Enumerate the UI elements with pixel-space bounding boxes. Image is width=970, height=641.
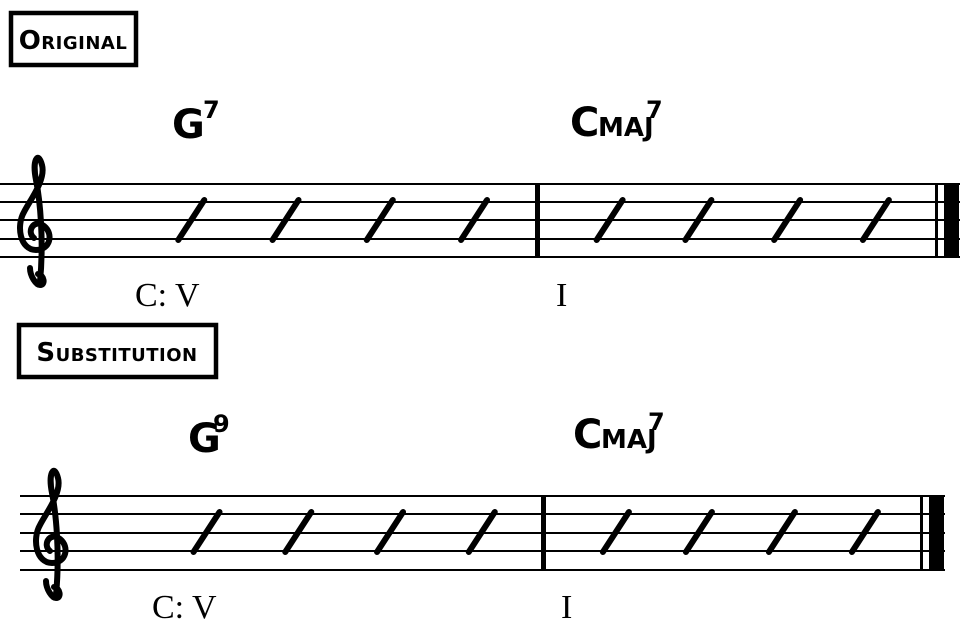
slash-beat xyxy=(682,509,715,555)
final-barline-icon xyxy=(920,495,944,571)
slash-beat xyxy=(363,197,396,243)
roman-numeral-analysis: C: V xyxy=(152,589,217,626)
chord-root: C xyxy=(573,412,602,458)
final-barline-icon xyxy=(935,183,959,258)
treble-clef-icon xyxy=(17,154,53,288)
rhythm-slashes xyxy=(190,509,881,555)
chord-symbol: G 7 xyxy=(172,96,220,148)
slash-beat xyxy=(374,509,407,555)
slash-beat xyxy=(282,509,315,555)
slash-beat xyxy=(190,509,223,555)
barline xyxy=(541,495,546,571)
section-label-box xyxy=(16,322,219,380)
slash-beat xyxy=(599,509,632,555)
slash-beat xyxy=(848,509,881,555)
slash-beat xyxy=(593,197,626,243)
slash-beat xyxy=(859,197,892,243)
section-original: Original G 7 C MAJ 7 xyxy=(0,10,960,314)
chord-symbol: C MAJ 7 xyxy=(573,408,665,458)
chord-root: C xyxy=(570,100,599,146)
roman-numeral-analysis: C: V xyxy=(135,277,200,314)
chord-symbol: G 9 xyxy=(188,410,230,462)
rhythm-slashes xyxy=(175,197,892,243)
roman-numeral-analysis: I xyxy=(556,277,567,314)
chord-root: G xyxy=(172,102,205,148)
barline xyxy=(535,183,540,258)
treble-clef-icon xyxy=(33,467,69,601)
roman-numeral-analysis: I xyxy=(561,589,572,626)
slash-beat xyxy=(771,197,804,243)
staff xyxy=(0,183,960,258)
section-label: Substitution xyxy=(36,338,197,368)
section-label: Original xyxy=(19,26,128,56)
chord-extension: 9 xyxy=(213,410,230,438)
slash-beat xyxy=(682,197,715,243)
slash-beat xyxy=(458,197,491,243)
chord-extension: 7 xyxy=(203,96,220,124)
chord-extension: 7 xyxy=(648,408,665,436)
slash-beat xyxy=(465,509,498,555)
slash-beat xyxy=(175,197,208,243)
section-label-box xyxy=(8,10,139,68)
section-substitution: Substitution G 9 C MAJ 7 C: V I xyxy=(16,322,945,626)
slash-beat xyxy=(765,509,798,555)
slash-beat xyxy=(269,197,302,243)
chord-symbol: C MAJ 7 xyxy=(570,96,663,146)
chord-root: G xyxy=(188,416,221,462)
chord-extension: 7 xyxy=(646,96,663,124)
chord-quality: MAJ xyxy=(598,113,654,143)
chord-quality: MAJ xyxy=(601,425,657,455)
